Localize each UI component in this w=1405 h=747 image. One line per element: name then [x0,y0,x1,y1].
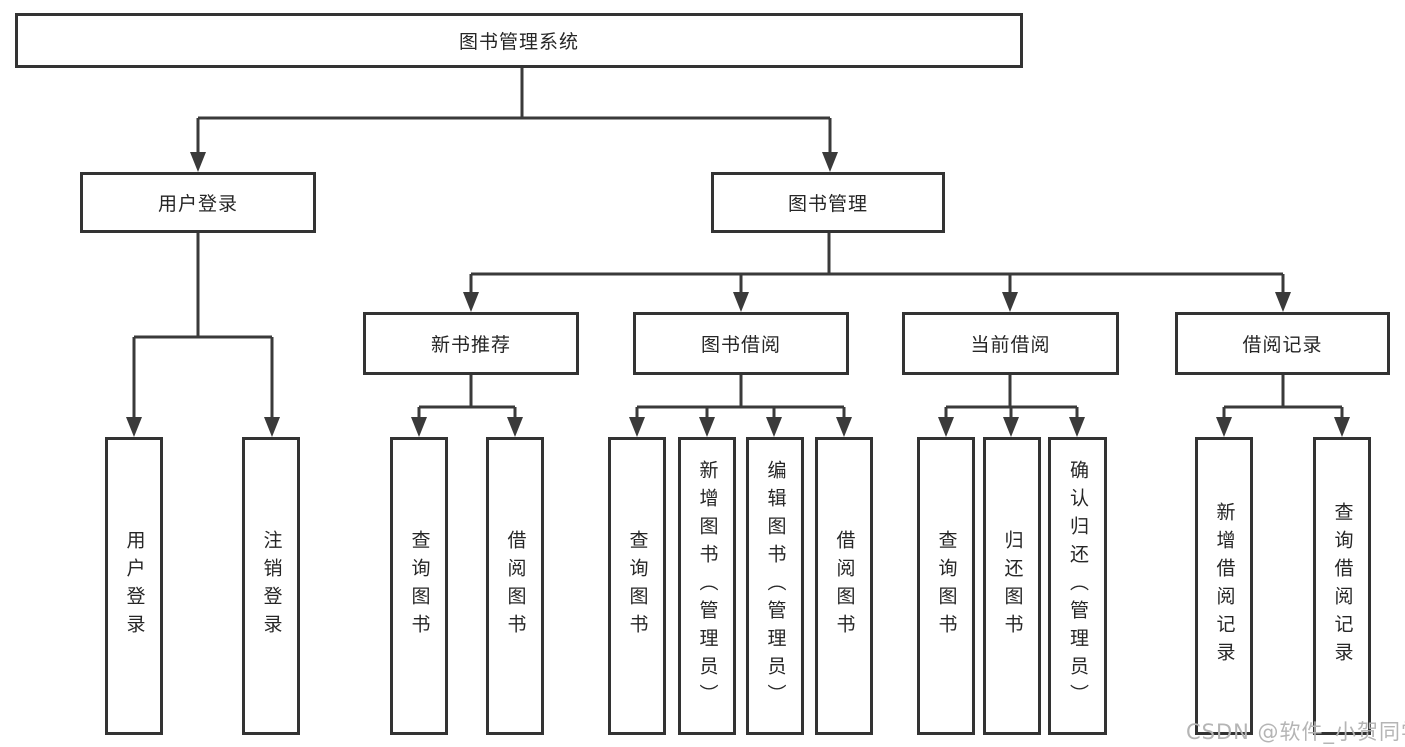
node-add-borrow-record: 新增借阅记录 [1195,437,1253,735]
node-current-borrowing: 当前借阅 [902,312,1119,375]
node-query-books-3: 查询图书 [917,437,975,735]
node-return-books: 归还图书 [983,437,1041,735]
node-query-books-1: 查询图书 [390,437,448,735]
node-library-management-system: 图书管理系统 [15,13,1023,68]
node-borrow-books-2: 借阅图书 [815,437,873,735]
node-label: 查询图书 [626,530,649,642]
node-confirm-return-admin: 确认归还（管理员） [1048,437,1107,735]
node-borrow-records: 借阅记录 [1175,312,1390,375]
node-book-management: 图书管理 [711,172,945,233]
node-label: 新增借阅记录 [1213,502,1236,670]
node-user-login: 用户登录 [80,172,316,233]
node-book-borrowing: 图书借阅 [633,312,849,375]
node-new-book-recommend: 新书推荐 [363,312,579,375]
node-label: 归还图书 [1001,530,1024,642]
node-add-books-admin: 新增图书（管理员） [678,437,736,735]
node-label: 确认归还（管理员） [1067,460,1089,712]
node-label: 查询图书 [408,530,431,642]
node-label: 图书管理 [787,193,868,215]
node-user-login-leaf: 用户登录 [105,437,163,735]
node-label: 图书借阅 [700,334,781,356]
node-edit-books-admin: 编辑图书（管理员） [746,437,804,735]
node-label: 新增图书（管理员） [696,460,719,712]
arrowheads [126,152,1350,437]
node-label: 当前借阅 [970,334,1051,356]
node-label: 图书管理系统 [458,31,579,53]
node-label: 借阅图书 [833,530,856,642]
node-label: 用户登录 [157,193,238,215]
node-label: 借阅记录 [1242,334,1323,356]
node-logout: 注销登录 [242,437,300,735]
watermark: CSDN @软件_小贺同学 [1186,720,1405,744]
node-label: 用户登录 [123,530,146,642]
node-query-borrow-record: 查询借阅记录 [1313,437,1371,735]
node-label: 注销登录 [260,530,283,642]
node-query-books-2: 查询图书 [608,437,666,735]
node-label: 新书推荐 [430,334,511,356]
node-label: 借阅图书 [504,530,527,642]
node-borrow-books-1: 借阅图书 [486,437,544,735]
node-label: 编辑图书（管理员） [764,460,787,712]
node-label: 查询图书 [935,530,958,642]
node-label: 查询借阅记录 [1331,502,1354,670]
